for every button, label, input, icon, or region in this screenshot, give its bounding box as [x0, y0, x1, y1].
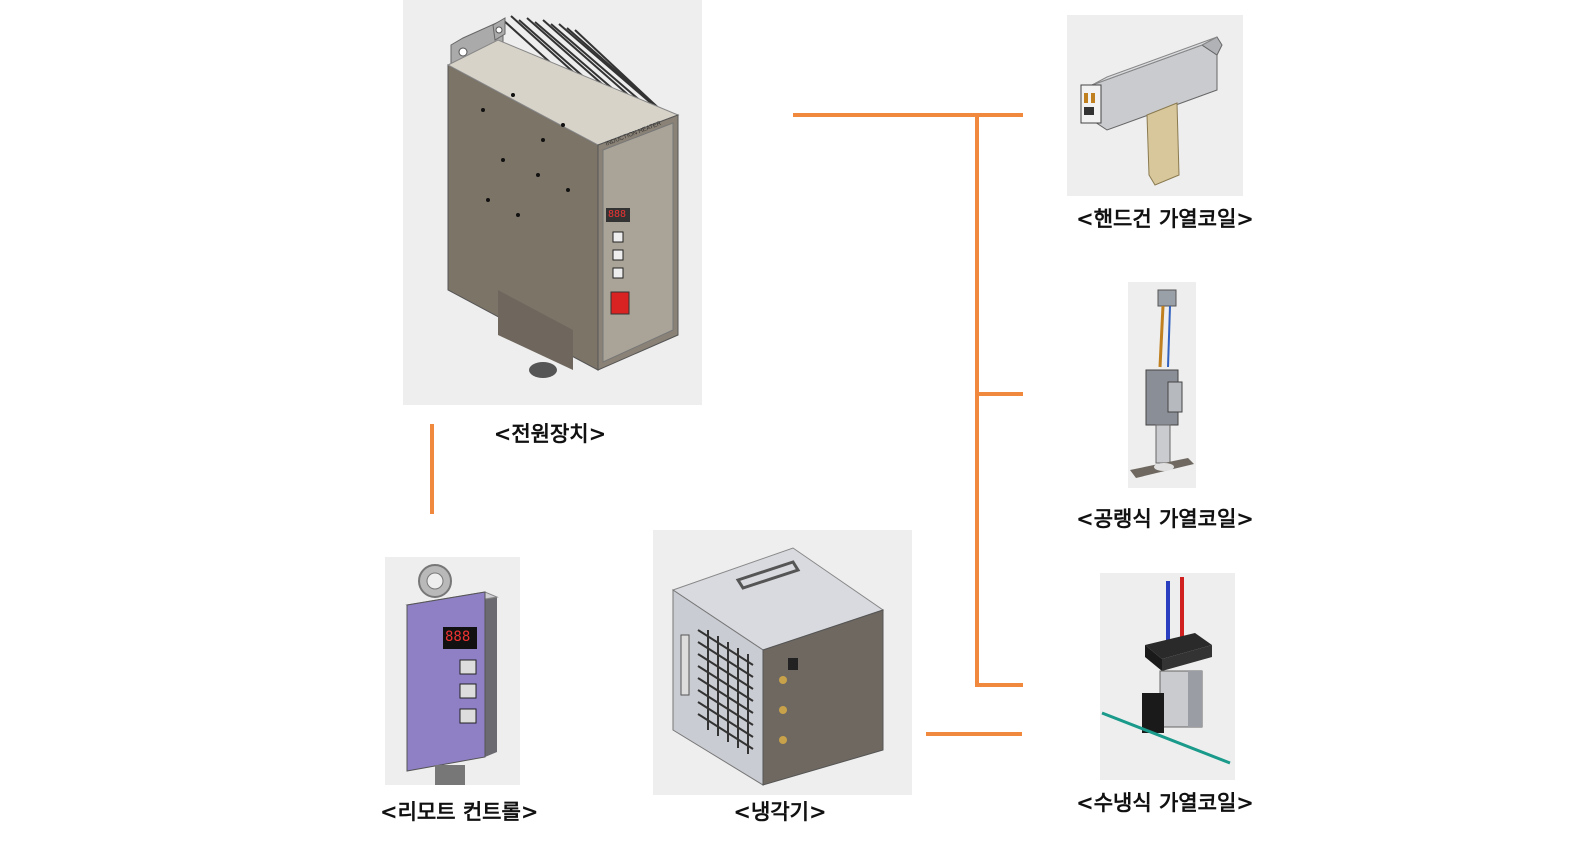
- chiller-image: [653, 530, 912, 795]
- power-supply-label: <전원장치>: [493, 422, 607, 446]
- air-cooled-coil-label: <공랭식 가열코일>: [1076, 507, 1254, 531]
- connector-power-to-remote: [430, 424, 434, 514]
- remote-control-label: <리모트 컨트롤>: [380, 800, 539, 824]
- water-cooled-coil-label: <수냉식 가열코일>: [1076, 791, 1254, 815]
- remote-control-image: 888: [385, 557, 520, 785]
- connector-power-to-coils: [793, 113, 1023, 117]
- power-supply-display-digits: 888: [608, 209, 627, 220]
- handgun-coil-label: <핸드건 가열코일>: [1076, 207, 1254, 231]
- handgun-coil-image: [1067, 15, 1243, 196]
- connector-chiller-to-water-coil: [926, 732, 1022, 736]
- connector-bus-vertical: [975, 113, 979, 687]
- connector-to-water-coil: [975, 683, 1023, 687]
- water-cooled-coil-image: [1100, 573, 1235, 780]
- connector-to-air-coil: [975, 392, 1023, 396]
- power-supply-image: INDUCTION HEATER 888: [403, 0, 702, 405]
- air-cooled-coil-image: [1128, 282, 1196, 488]
- remote-display-digits: 888: [445, 629, 471, 645]
- chiller-label: <냉각기>: [733, 800, 827, 824]
